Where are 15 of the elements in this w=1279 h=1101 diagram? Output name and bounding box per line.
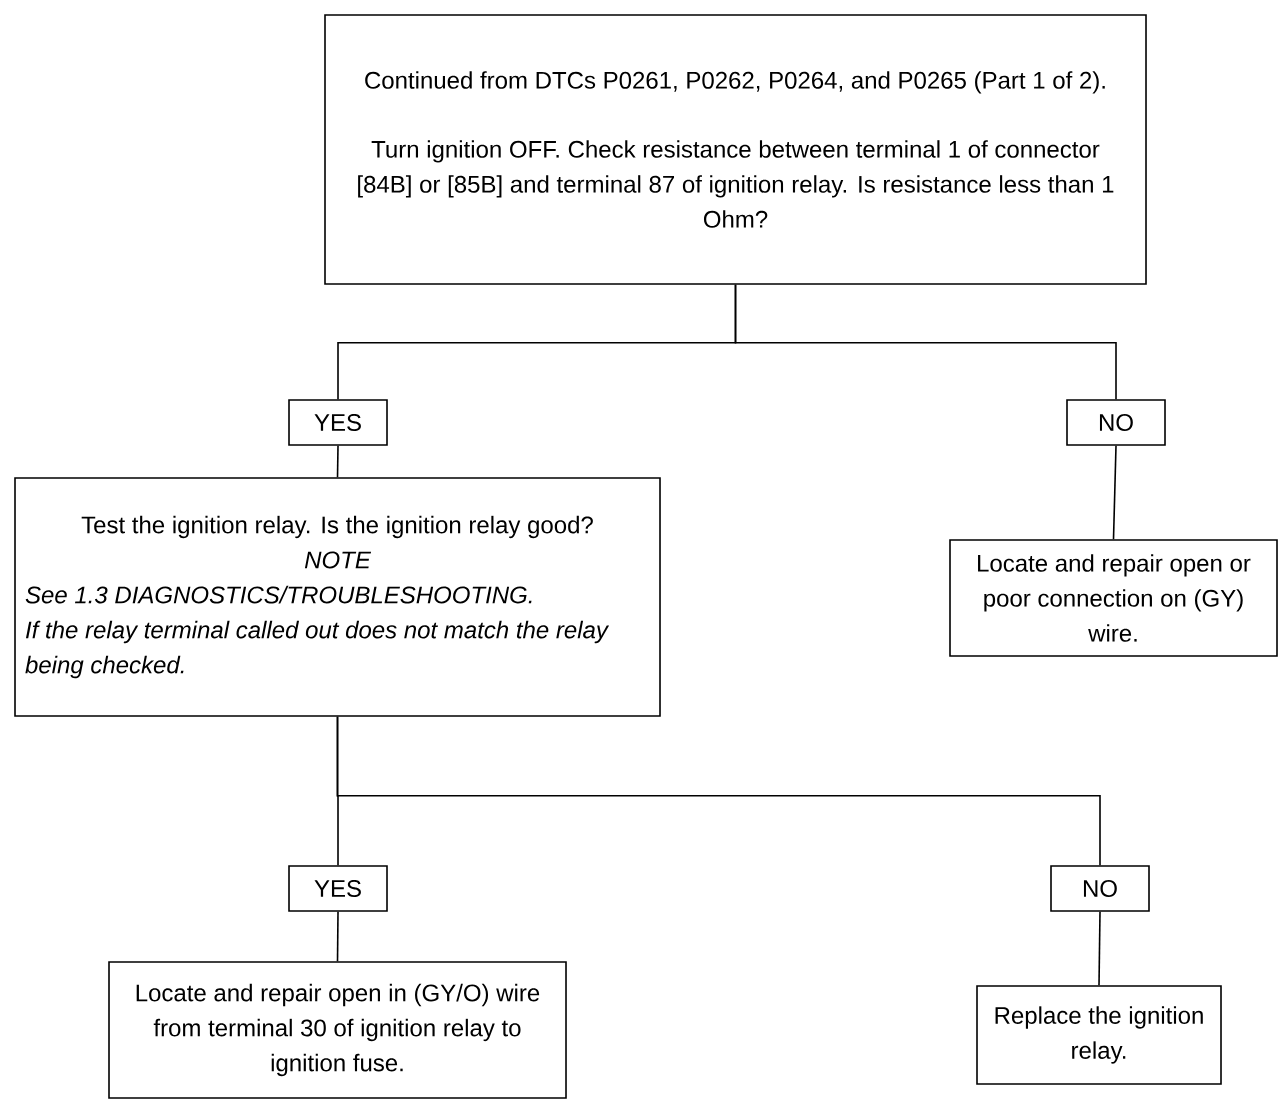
branch-label-box: YES bbox=[288, 865, 388, 912]
connector-line bbox=[734, 284, 1117, 400]
connector-line bbox=[336, 445, 339, 478]
action-box: Locate and repair open or poor connection on (GY) wire. bbox=[949, 539, 1278, 657]
branch-label-box: NO bbox=[1050, 865, 1150, 912]
branch-label-box: YES bbox=[288, 399, 388, 446]
action-box: Locate and repair open in (GY/O) wire from terminal 30 of ignition relay to ignition fuse. bbox=[108, 961, 567, 1099]
question-box: Continued from DTCs P0261, P0262, P0264, and P0265 (Part 1 of 2). Turn ignition OFF. Check resistance between terminal 1 of connector [84B] or [85B] and terminal 87 of ignition relay. Is resistance less than 1 Ohm? bbox=[324, 14, 1147, 285]
connector-line bbox=[336, 716, 1101, 866]
action-box: Replace the ignition relay. bbox=[976, 985, 1222, 1085]
branch-label-box: NO bbox=[1066, 399, 1166, 446]
connector-line bbox=[1112, 445, 1117, 540]
connector-line bbox=[336, 911, 339, 962]
connector-line bbox=[1098, 911, 1101, 986]
question-box: Test the ignition relay. Is the ignition relay good? NOTE See 1.3 DIAGNOSTICS/TROUBLESHOOTING. If the relay terminal called out does not match the relay being checked. bbox=[14, 477, 661, 717]
